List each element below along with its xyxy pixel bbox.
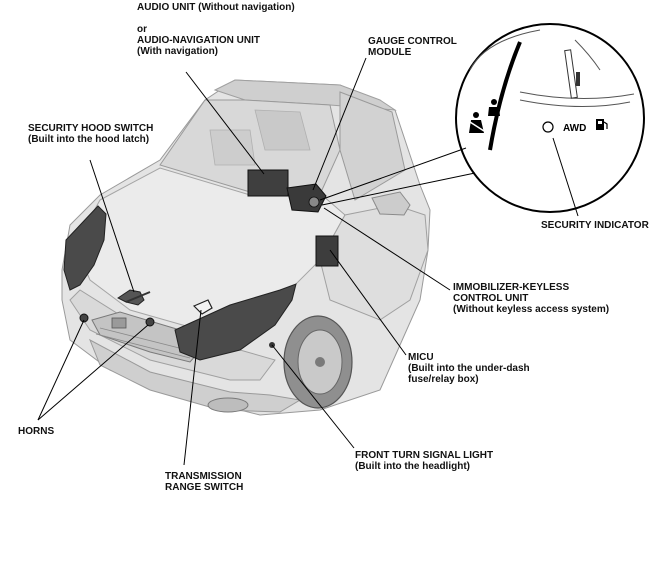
leader-micu — [329, 249, 407, 356]
label-gauge-module: GAUGE CONTROL MODULE — [368, 36, 457, 58]
label-front-turn-signal: FRONT TURN SIGNAL LIGHT (Built into the … — [355, 450, 493, 472]
micu-line3: fuse/relay box) — [408, 374, 479, 385]
leader-hood-switch — [89, 159, 135, 293]
horns-text: HORNS — [18, 426, 55, 437]
horn-right — [145, 317, 155, 327]
turn-signal-line2: (Built into the headlight) — [355, 461, 470, 472]
awd-indicator-text: AWD — [563, 123, 586, 134]
inset-circle — [455, 23, 645, 213]
leader-security-indicator — [552, 137, 579, 217]
security-indicator-lamp — [542, 121, 554, 133]
trans-switch-part — [192, 299, 213, 315]
inset-needle-arc — [488, 41, 522, 151]
leader-horn-right — [37, 324, 149, 421]
label-security-indicator: SECURITY INDICATOR — [541, 220, 649, 231]
label-spacer — [137, 13, 295, 24]
gauge-module-part — [286, 183, 327, 213]
immobilizer-unit-part — [315, 235, 339, 267]
gauge-line1: GAUGE CONTROL — [368, 36, 457, 47]
inset-arc-right — [574, 39, 601, 71]
trans-switch-line1: TRANSMISSION — [165, 471, 242, 482]
fender — [319, 204, 429, 321]
vehicle-body — [61, 79, 431, 416]
leader-turn-signal — [271, 344, 355, 449]
side-window — [339, 91, 406, 201]
inset-arc-top — [469, 29, 541, 71]
trans-switch-line2: RANGE SWITCH — [165, 482, 244, 493]
security-indicator-text: SECURITY INDICATOR — [541, 220, 649, 231]
label-micu: MICU (Built into the under-dash fuse/rel… — [408, 352, 530, 385]
immobilizer-line3: (Without keyless access system) — [453, 304, 610, 315]
horn-left — [79, 313, 89, 323]
gauge-line2: MODULE — [368, 47, 412, 58]
inset-tick — [576, 72, 580, 86]
inset-cluster — [455, 23, 645, 213]
leader-lines — [37, 57, 579, 466]
leader-gauge — [312, 57, 367, 191]
label-transmission-range-switch: TRANSMISSION RANGE SWITCH — [165, 471, 243, 493]
fuel-icon — [596, 119, 608, 130]
seatbelt-icon — [469, 112, 485, 133]
audio-unit-part — [247, 169, 289, 197]
lower-bumper — [89, 338, 302, 413]
label-security-hood-switch: SECURITY HOOD SWITCH (Built into the hoo… — [28, 123, 153, 145]
label-audio-unit: AUDIO UNIT (Without navigation) or AUDIO… — [137, 2, 295, 57]
door-warning-icon — [488, 99, 500, 116]
micu-line2: (Built into the under-dash — [408, 363, 530, 374]
right-headlight — [174, 283, 297, 361]
immobilizer-line1: IMMOBILIZER-KEYLESS — [453, 282, 570, 293]
leader-inset-bottom — [321, 172, 476, 206]
inset-arc-bottom2 — [519, 91, 635, 100]
interior-seat — [254, 109, 311, 151]
hood-switch-line1: SECURITY HOOD SWITCH — [28, 123, 154, 134]
inset-pointer — [564, 49, 578, 99]
audio-unit-line4: (With navigation) — [137, 46, 219, 57]
emblem — [111, 317, 127, 329]
leader-audio — [185, 71, 265, 175]
leader-inset-top — [319, 147, 467, 201]
hood-latch-rod — [125, 291, 151, 303]
leader-trans-switch — [183, 309, 202, 466]
leader-immobilizer — [323, 207, 451, 291]
side-mirror — [371, 191, 411, 216]
hood-switch-line2: (Built into the hood latch) — [28, 134, 150, 145]
audio-unit-line1: AUDIO UNIT (Without navigation) — [137, 2, 295, 13]
grille-bar — [95, 333, 191, 359]
interior-dash — [209, 129, 256, 166]
audio-unit-line2: or — [137, 24, 147, 35]
highlighted-components — [63, 169, 339, 361]
gauge-indicator-dot — [308, 196, 320, 208]
turn-signal-line1: FRONT TURN SIGNAL LIGHT — [355, 450, 494, 461]
label-horns: HORNS — [18, 426, 54, 437]
fog-light — [207, 397, 249, 413]
audio-unit-line3: AUDIO-NAVIGATION UNIT — [137, 35, 260, 46]
wheel-hub — [315, 357, 325, 367]
label-immobilizer: IMMOBILIZER-KEYLESS CONTROL UNIT (Withou… — [453, 282, 609, 315]
leader-horn-left — [37, 319, 85, 421]
micu-line1: MICU — [408, 352, 434, 363]
immobilizer-line2: CONTROL UNIT — [453, 293, 529, 304]
left-headlight — [63, 205, 107, 291]
inset-arc-bottom — [519, 99, 631, 108]
